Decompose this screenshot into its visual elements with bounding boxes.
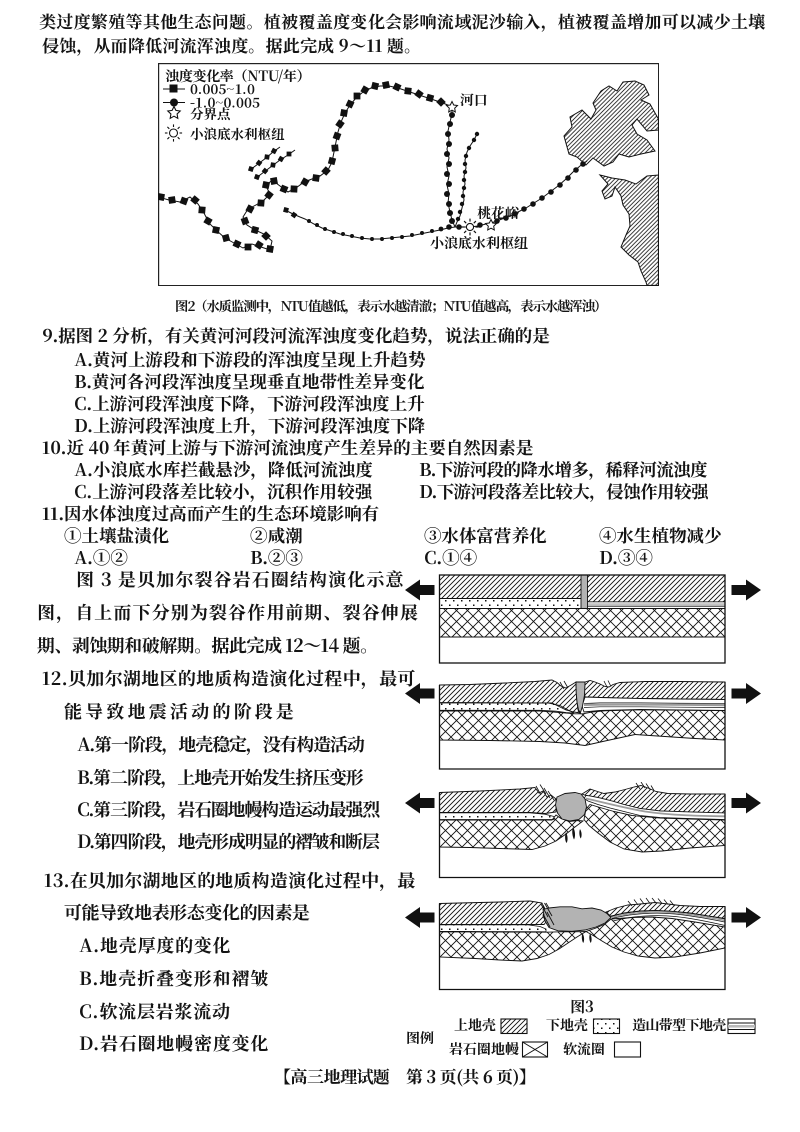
svg-text:桃花峪: 桃花峪 [477,203,520,223]
svg-text:河口: 河口 [459,90,488,110]
svg-text:小浪底水利枢纽: 小浪底水利枢纽 [190,123,285,143]
svg-text:小浪底水利枢纽: 小浪底水利枢纽 [430,233,528,253]
svg-text:-1.0~0.005: -1.0~0.005 [190,92,260,112]
svg-text:0.005~1.0: 0.005~1.0 [190,78,255,98]
svg-text:分界点: 分界点 [190,103,231,123]
svg-text:浊度变化率（NTU/年）: 浊度变化率（NTU/年） [165,66,310,86]
